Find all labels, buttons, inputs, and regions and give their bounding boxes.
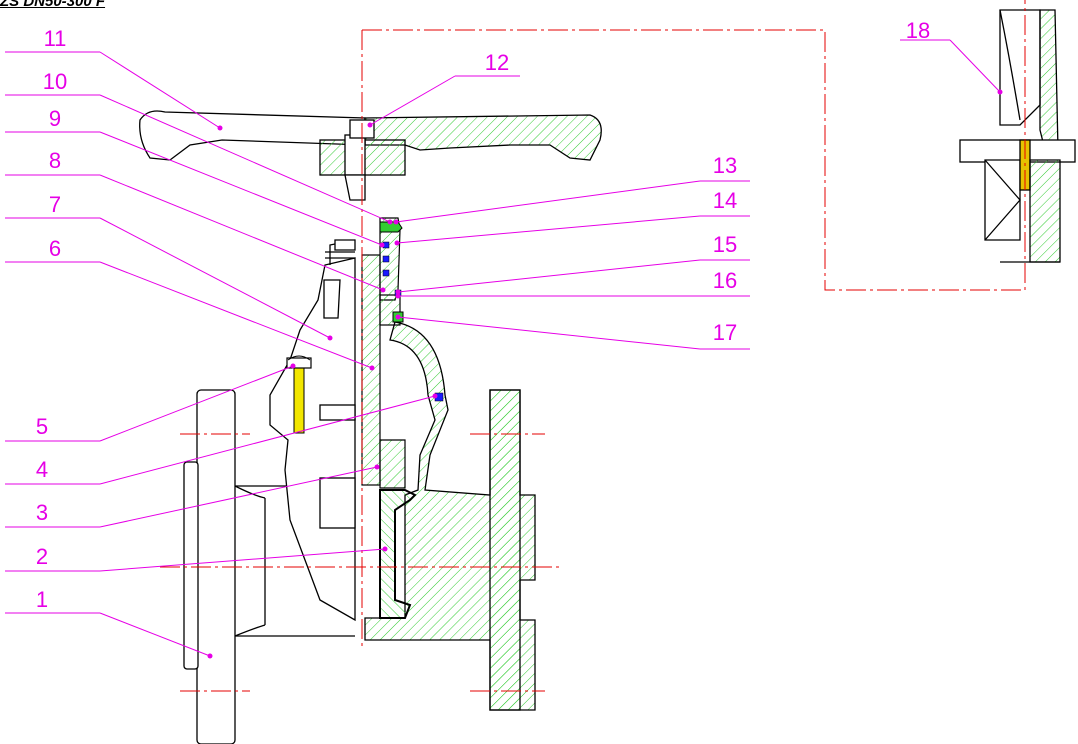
callout-arrowhead bbox=[380, 287, 386, 293]
callout-1: 1 bbox=[5, 587, 213, 659]
callout-leader bbox=[99, 365, 294, 442]
detail-view bbox=[959, 9, 1076, 263]
callout-arrowhead bbox=[387, 219, 393, 225]
callout-arrowhead bbox=[217, 125, 223, 131]
callout-arrowhead bbox=[374, 464, 380, 470]
callout-number: 18 bbox=[906, 18, 930, 43]
callout-number: 17 bbox=[713, 320, 737, 345]
callout-arrowhead bbox=[432, 393, 438, 399]
callout-arrowhead bbox=[369, 365, 375, 371]
callout-leader bbox=[369, 75, 456, 126]
callout-number: 5 bbox=[36, 414, 48, 439]
callout-leader bbox=[397, 259, 701, 293]
callout-arrowhead bbox=[395, 293, 401, 299]
callout-leader bbox=[949, 39, 1001, 93]
callout-number: 4 bbox=[36, 457, 48, 482]
callout-15: 15 bbox=[395, 232, 750, 295]
callout-arrowhead bbox=[395, 289, 401, 295]
callout-number: 9 bbox=[49, 106, 61, 131]
callout-leader bbox=[397, 316, 701, 350]
callout-number: 7 bbox=[49, 192, 61, 217]
drawing-title: ZS DN50-300 F bbox=[0, 0, 106, 10]
callout-arrowhead bbox=[382, 546, 388, 552]
callout-3: 3 bbox=[5, 464, 380, 528]
callout-arrowhead bbox=[393, 219, 399, 225]
callout-10: 10 bbox=[5, 69, 393, 225]
callout-number: 10 bbox=[43, 69, 67, 94]
gate-wedge bbox=[379, 439, 417, 619]
callout-number: 13 bbox=[713, 153, 737, 178]
callout-leader bbox=[395, 180, 701, 223]
callout-17: 17 bbox=[395, 314, 750, 350]
callout-7: 7 bbox=[5, 192, 333, 341]
callout-leader bbox=[99, 466, 378, 528]
callout-leader bbox=[99, 548, 386, 572]
callout-arrowhead bbox=[395, 314, 401, 320]
callout-leader bbox=[99, 261, 373, 369]
callout-number: 8 bbox=[49, 148, 61, 173]
callout-arrowhead bbox=[379, 242, 385, 248]
callout-leader bbox=[99, 51, 221, 129]
callout-4: 4 bbox=[5, 393, 438, 485]
callout-number: 1 bbox=[36, 587, 48, 612]
callout-leader bbox=[99, 94, 391, 223]
centerlines bbox=[160, 0, 1026, 692]
callout-leader bbox=[99, 217, 331, 339]
callout-5: 5 bbox=[5, 363, 296, 442]
callout-leader bbox=[99, 174, 384, 291]
callout-13: 13 bbox=[393, 153, 750, 225]
bolt bbox=[286, 355, 312, 434]
callout-18: 18 bbox=[900, 18, 1003, 95]
callout-11: 11 bbox=[5, 26, 223, 131]
valve-body-outside bbox=[269, 239, 356, 622]
callout-arrowhead bbox=[327, 335, 333, 341]
callout-leader bbox=[99, 612, 211, 657]
callout-number: 12 bbox=[485, 50, 509, 75]
callout-6: 6 bbox=[5, 236, 375, 371]
callout-arrowhead bbox=[290, 363, 296, 369]
callout-number: 14 bbox=[713, 188, 737, 213]
callout-arrowhead bbox=[367, 122, 373, 128]
callout-16: 16 bbox=[395, 268, 750, 299]
callout-number: 11 bbox=[44, 26, 67, 51]
callout-leader bbox=[99, 131, 383, 246]
callout-arrowhead bbox=[394, 240, 400, 246]
callout-number: 2 bbox=[36, 544, 48, 569]
callout-14: 14 bbox=[394, 188, 750, 246]
callout-number: 3 bbox=[36, 500, 48, 525]
callout-leader bbox=[396, 215, 701, 244]
callout-arrowhead bbox=[997, 89, 1003, 95]
callout-arrowhead bbox=[207, 653, 213, 659]
callout-8: 8 bbox=[5, 148, 386, 293]
callout-number: 15 bbox=[713, 232, 737, 257]
callout-2: 2 bbox=[5, 544, 388, 572]
callout-number: 16 bbox=[713, 268, 737, 293]
callout-number: 6 bbox=[49, 236, 61, 261]
callout-leader bbox=[99, 395, 436, 485]
callout-9: 9 bbox=[5, 106, 385, 248]
callout-12: 12 bbox=[367, 50, 520, 128]
